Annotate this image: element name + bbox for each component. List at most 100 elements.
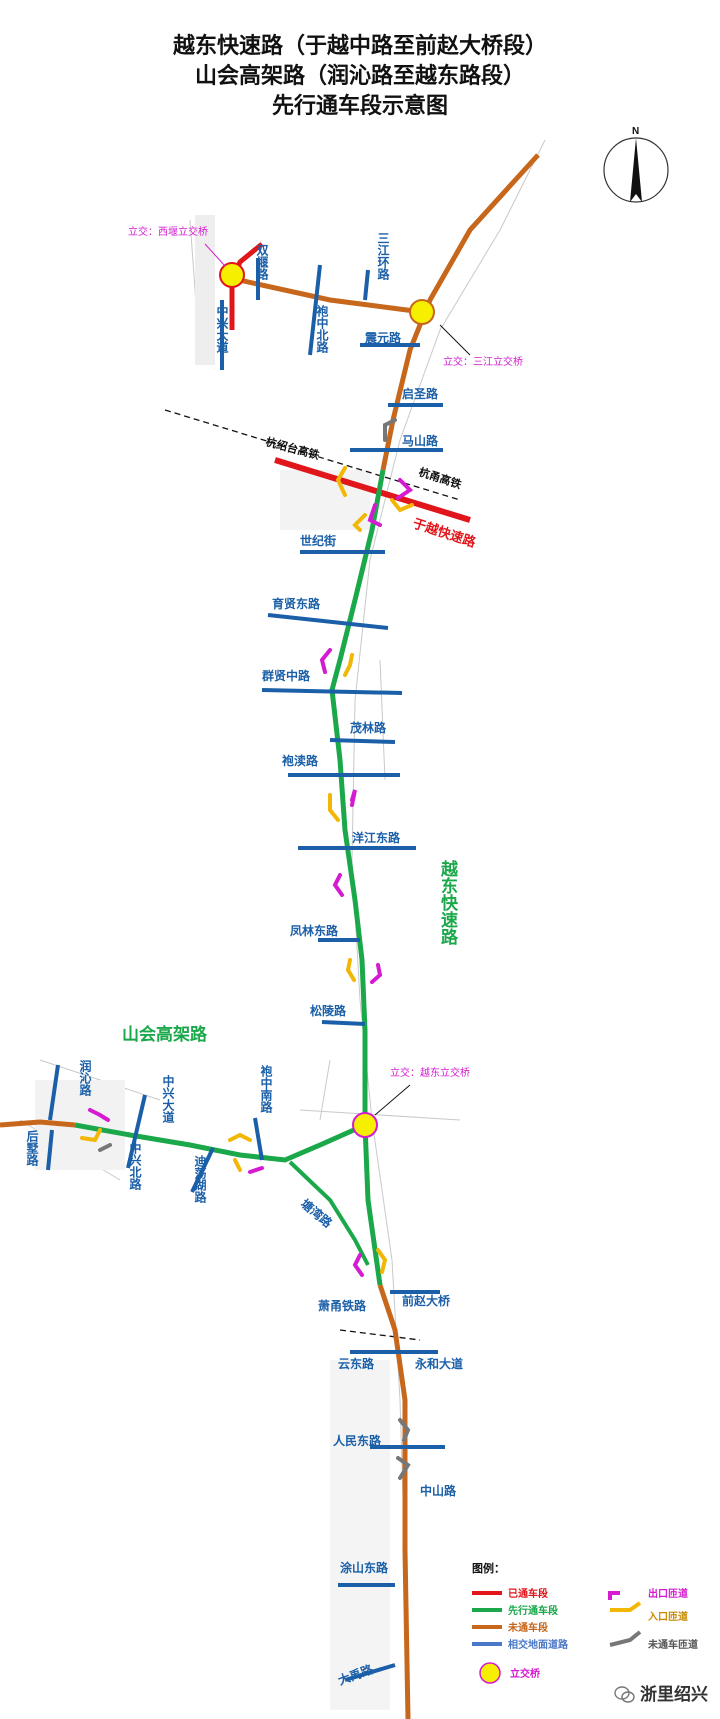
not-open-segment-south — [377, 1284, 411, 1719]
label-yuedong-expressway: 越东快速路 — [437, 859, 459, 946]
label-interchange-xiyan: 立交：西堰立交桥 — [128, 225, 208, 238]
label-yonghe: 永和大道 — [414, 1356, 463, 1371]
label-shanhui-elevated: 山会高架路 — [122, 1024, 208, 1045]
exit-ramp-icon — [396, 478, 414, 500]
legend-entry-ramp-label: 入口匝道 — [648, 1610, 688, 1623]
exit-ramp-icon — [88, 1108, 110, 1122]
not-open-segment-north — [380, 153, 540, 471]
legend-first-open-label: 先行通车段 — [508, 1604, 558, 1617]
compass: N — [603, 126, 669, 203]
entry-ramp-icon — [390, 498, 414, 513]
north-arrow-icon — [630, 138, 642, 202]
legend-entry-ramp-icon — [610, 1601, 642, 1612]
road-didang-line — [190, 1147, 215, 1193]
legend-title: 图例： — [472, 1561, 505, 1575]
label-tushan-east: 涂山东路 — [340, 1560, 389, 1575]
exit-ramp-icon — [332, 873, 344, 897]
label-shiji: 世纪街 — [300, 533, 336, 548]
ramps — [80, 418, 414, 1480]
exit-ramp-icon — [319, 648, 332, 674]
chat-bubble-icon — [614, 1686, 635, 1703]
label-yuxian-east: 育贤东路 — [272, 596, 321, 611]
label-zhongshan: 中山路 — [420, 1483, 457, 1498]
legend-interchange-icon — [479, 1662, 501, 1684]
watermark-text: 浙里绍兴 — [640, 1685, 708, 1705]
background-roads — [19, 139, 546, 1719]
entry-ramp-icon — [343, 653, 354, 677]
label-didang-lake: 迪荡湖路 — [193, 1154, 207, 1204]
closed-ramp-icon — [98, 1143, 112, 1152]
closed-ramp-icon — [383, 418, 397, 442]
compass-north-label: N — [632, 126, 639, 137]
entry-ramp-icon — [352, 513, 367, 532]
legend-not-open-label: 未通车段 — [507, 1621, 548, 1634]
open-segment-yuyue — [274, 457, 471, 523]
legend-exit-ramp-label: 出口匝道 — [648, 1587, 688, 1600]
label-paodu: 袍渎路 — [281, 753, 319, 768]
title-line-1: 越东快速路（于越中路至前赵大桥段） — [172, 34, 547, 59]
label-renmin-east: 人民东路 — [333, 1433, 382, 1448]
label-zhongxing-north: 中兴北路 — [128, 1141, 142, 1191]
callout-yuedong — [374, 1084, 411, 1116]
legend-closed-ramp-icon — [609, 1630, 642, 1647]
legend-open-label: 已通车段 — [508, 1587, 548, 1600]
first-open-segment-shanhui — [74, 1122, 367, 1163]
label-paozhong-south: 袍中南路 — [259, 1064, 273, 1114]
label-songling: 松陵路 — [310, 1003, 347, 1018]
label-shuangyan: 双堰路 — [255, 244, 269, 281]
label-maolin: 茂林路 — [350, 720, 387, 735]
title-line-2: 山会高架路（润沁路至越东路段） — [194, 64, 525, 89]
title-line-3: 先行通车段示意图 — [271, 94, 448, 119]
road-qunxian-line — [261, 688, 403, 695]
label-zhongxing-avenue: 中兴大道 — [161, 1074, 175, 1124]
legend-ground-road-label: 相交地面道路 — [508, 1638, 569, 1651]
callout-sanjiang — [439, 324, 471, 356]
label-runqin: 润沁路 — [78, 1059, 92, 1097]
legend-exit-ramp-icon — [608, 1591, 620, 1600]
label-hangshao-rail: 杭绍台高铁 — [264, 434, 321, 462]
label-yangjiang-east: 洋江东路 — [352, 830, 401, 845]
entry-ramp-icon — [228, 1132, 252, 1142]
exit-ramp-icon — [248, 1166, 264, 1174]
entry-ramp-icon — [328, 793, 340, 822]
road-sanjiang-ring-line — [363, 269, 370, 301]
road-dayu-line — [344, 1663, 396, 1682]
interchange-sanjiang-icon — [409, 299, 435, 325]
label-yundong: 云东路 — [338, 1356, 375, 1371]
label-xiaoyong-rail: 萧甬铁路 — [318, 1298, 367, 1313]
entry-ramp-icon — [335, 466, 347, 497]
label-qisheng: 启圣路 — [402, 386, 439, 401]
road-runqin-line — [48, 1064, 60, 1121]
first-open-segment-tangwan — [288, 1160, 370, 1266]
label-fenglin-east: 凤林东路 — [290, 923, 339, 938]
road-houshu-line — [46, 1129, 54, 1171]
exit-ramp-icon — [352, 1253, 364, 1277]
road-zhongxing-ave-line — [126, 1094, 147, 1169]
ground-roads — [46, 258, 445, 1682]
label-houshu: 后墅路 — [25, 1129, 39, 1167]
legend: 图例： 已通车段 先行通车段 未通车段 相交地面道路 立交桥 出口匝道 入口匝道… — [472, 1561, 698, 1684]
road-paozhong-south-line — [253, 1117, 264, 1161]
callout-xiyan — [204, 243, 226, 267]
entry-ramp-icon — [376, 1248, 388, 1274]
label-sanjiang-ring: 三江环路 — [376, 232, 390, 281]
interchange-yuedong-icon — [352, 1112, 378, 1138]
entry-ramp-icon — [233, 1158, 242, 1172]
label-zhongxing: 中兴大道 — [215, 304, 229, 354]
road-songling-line — [321, 1020, 366, 1026]
interchange-xiyan-icon — [219, 262, 245, 288]
exit-ramp-icon — [370, 963, 383, 984]
label-qianzhao-bridge: 前赵大桥 — [402, 1293, 451, 1308]
legend-interchange-label: 立交桥 — [510, 1667, 541, 1680]
not-open-segment-west-link — [229, 275, 423, 315]
railway-south — [339, 1329, 421, 1341]
legend-closed-ramp-label: 未通车匝道 — [647, 1638, 698, 1651]
closed-ramp-icon — [396, 1456, 411, 1480]
label-qunxian-middle: 群贤中路 — [261, 668, 311, 683]
label-paozhong-north: 袍中北路 — [315, 304, 329, 354]
label-interchange-sanjiang: 立交：三江立交桥 — [443, 355, 523, 368]
exit-ramp-icon — [350, 789, 357, 807]
entry-ramp-icon — [345, 958, 356, 982]
road-maolin-line — [329, 738, 396, 744]
